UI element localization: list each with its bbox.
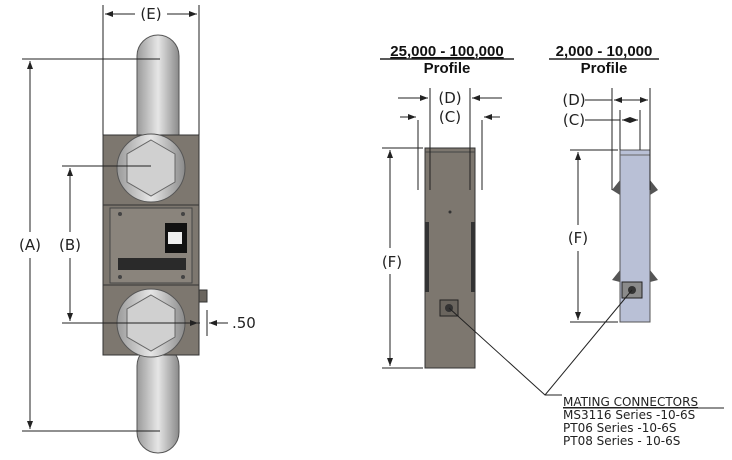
front-view xyxy=(102,34,208,454)
connector-item: PT08 Series - 10-6S xyxy=(563,434,680,448)
bottom-shackle xyxy=(136,344,180,454)
dimension-a-label: (A) xyxy=(19,236,41,254)
dimension-b-label: (B) xyxy=(59,236,81,254)
mating-connectors-note: MATING CONNECTORS MS3116 Series -10-6S P… xyxy=(448,289,724,448)
connector-item: MS3116 Series -10-6S xyxy=(563,408,695,422)
profile-large-dimension-c: (C) xyxy=(439,108,461,126)
capacity-label-plate xyxy=(118,258,186,270)
profile-large-body xyxy=(424,147,476,369)
dimension-e-label: (E) xyxy=(140,5,161,23)
connectors-heading: MATING CONNECTORS xyxy=(563,395,698,409)
profile-small-label: Profile xyxy=(581,60,628,77)
profile-small-range: 2,000 - 10,000 xyxy=(556,43,653,60)
profile-large: 25,000 - 100,000 Profile (D) (C) (F) xyxy=(380,43,514,369)
profile-large-dimension-d: (D) xyxy=(438,89,461,107)
front-dimensions: (E) (A) (B) .50 xyxy=(19,5,256,432)
profile-small-dimension-d: (D) xyxy=(562,91,585,109)
side-connector xyxy=(198,289,208,303)
profile-small-dimension-c: (C) xyxy=(563,111,585,129)
profile-large-label: Profile xyxy=(424,60,471,77)
dimension-offset-label: .50 xyxy=(232,314,256,332)
profile-small-dimension-f: (F) xyxy=(568,229,588,247)
profile-small: 2,000 - 10,000 Profile (D) (C) (F) xyxy=(549,43,659,323)
profile-large-dimension-f: (F) xyxy=(382,253,402,271)
connector-item: PT06 Series -10-6S xyxy=(563,421,677,435)
profile-large-range: 25,000 - 100,000 xyxy=(390,43,503,60)
